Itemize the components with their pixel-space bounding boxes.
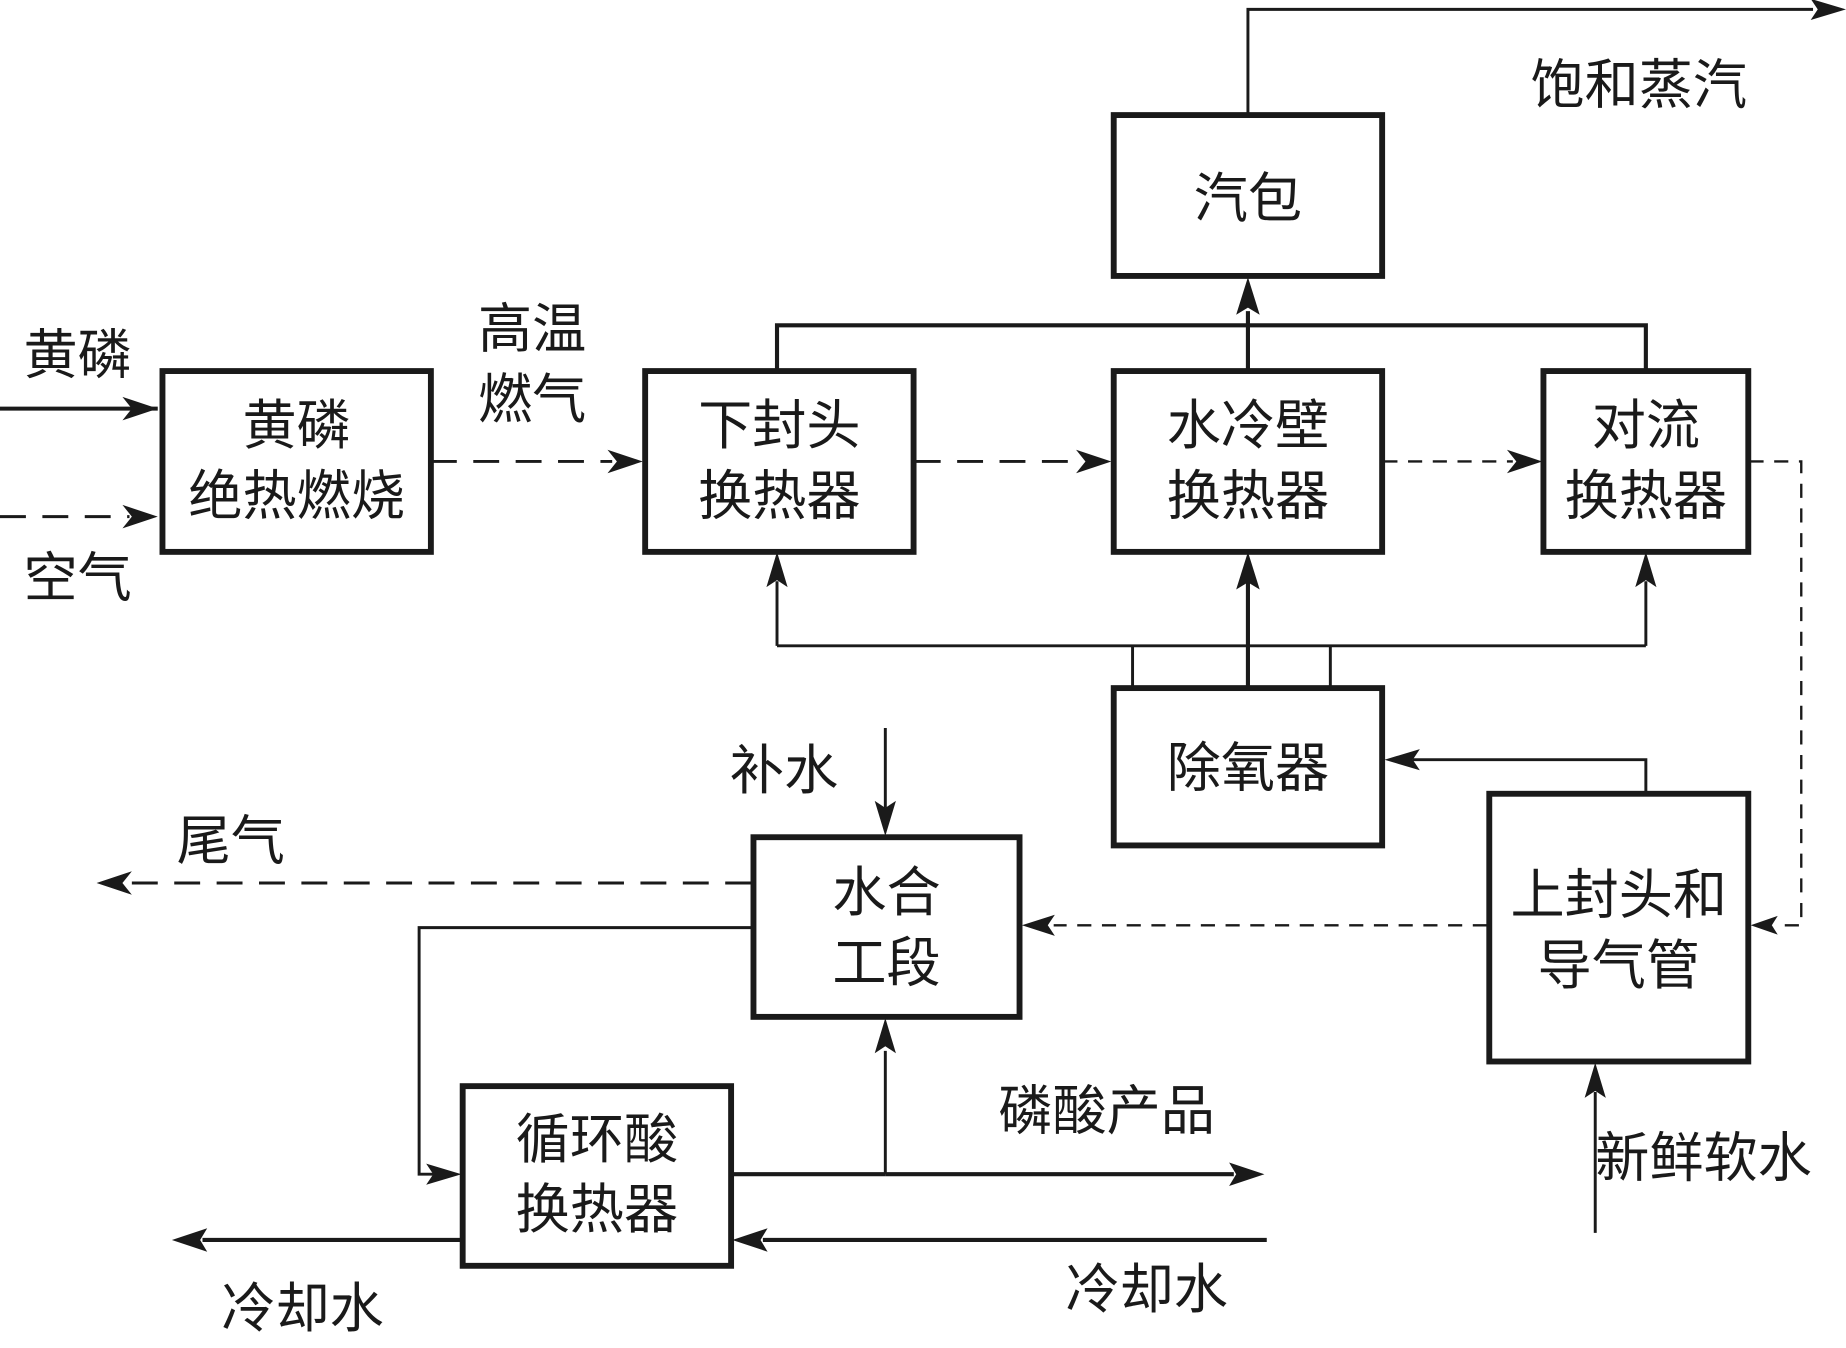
- node-lower-head-line2: 换热器: [698, 464, 860, 527]
- arrowhead-icon: [171, 1228, 208, 1252]
- arrowhead-icon: [1635, 551, 1657, 588]
- node-steam-drum-label: 汽包: [1194, 167, 1302, 230]
- arrowhead-icon: [426, 1163, 462, 1185]
- node-hydration-section: 水合 工段: [750, 834, 1023, 1020]
- node-lower-head-line1: 下封头: [698, 394, 860, 457]
- node-hydration-line1: 水合: [832, 861, 940, 924]
- arrowhead-icon: [1076, 449, 1112, 474]
- arrowhead-icon: [1810, 0, 1846, 20]
- flow-gas-conv-to-upper: [1749, 460, 1803, 927]
- label-yellow-phosphorus: 黄磷: [24, 323, 132, 386]
- label-cooling-water-out: 冷却水: [221, 1277, 383, 1340]
- label-makeup-water: 补水: [730, 739, 838, 802]
- arrowhead-icon: [1236, 277, 1260, 315]
- arrowhead-icon: [1229, 1162, 1265, 1186]
- node-deaerator-label: 除氧器: [1167, 737, 1329, 800]
- steam-header: [774, 323, 1648, 372]
- arrowhead-icon: [1506, 449, 1543, 474]
- label-air: 空气: [24, 547, 132, 610]
- node-acid-exchanger-line1: 循环酸: [516, 1108, 678, 1171]
- flow-upper-to-deaerator: [1412, 758, 1648, 793]
- node-water-wall-line1: 水冷壁: [1167, 394, 1329, 457]
- label-phosphoric-acid-product: 磷酸产品: [998, 1080, 1215, 1143]
- arrowhead-icon: [122, 504, 158, 529]
- node-convection-line2: 换热器: [1565, 464, 1727, 527]
- node-water-wall-exchanger: 水冷壁 换热器: [1110, 368, 1386, 555]
- node-convection-exchanger: 对流 换热器: [1540, 368, 1752, 555]
- connectors: [0, 0, 1846, 1252]
- node-upper-head-line2: 导气管: [1538, 934, 1700, 997]
- node-combustion-line1: 黄磷: [243, 394, 351, 457]
- arrowhead-icon: [874, 800, 896, 837]
- node-acid-exchanger: 循环酸 换热器: [459, 1083, 735, 1269]
- node-deaerator: 除氧器: [1110, 685, 1386, 849]
- node-water-wall-line2: 换热器: [1167, 464, 1329, 527]
- arrowhead-icon: [766, 551, 788, 588]
- node-acid-exchanger-line2: 换热器: [516, 1178, 678, 1241]
- node-upper-head-line1: 上封头和: [1510, 864, 1727, 927]
- arrowhead-icon: [1384, 749, 1420, 771]
- arrowhead-icon: [874, 1018, 896, 1054]
- flow-labels: 黄磷 空气 高温 燃气 饱和蒸汽 补水 尾气 磷酸产品 新鲜软水 冷却水 冷却水: [24, 53, 1812, 1339]
- arrowhead-icon: [1236, 551, 1260, 590]
- label-hot-gas-2: 燃气: [478, 368, 586, 431]
- arrowhead-icon: [122, 396, 158, 421]
- label-saturated-steam: 饱和蒸汽: [1530, 53, 1747, 116]
- node-hydration-line2: 工段: [832, 932, 940, 995]
- flow-hydration-to-acid-exchanger: [417, 926, 752, 1176]
- node-convection-line1: 对流: [1592, 394, 1700, 457]
- node-upper-head-gas-pipe: 上封头和 导气管: [1486, 790, 1752, 1065]
- node-combustion-line2: 绝热燃烧: [188, 464, 405, 527]
- arrowhead-icon: [96, 871, 132, 895]
- label-cooling-water-in: 冷却水: [1065, 1258, 1227, 1321]
- arrowhead-icon: [732, 1228, 768, 1252]
- flow-saturated-steam: [1246, 7, 1814, 116]
- arrowhead-icon: [1021, 914, 1055, 936]
- label-hot-gas-1: 高温: [478, 298, 586, 361]
- arrowhead-icon: [1584, 1062, 1606, 1098]
- node-steam-drum: 汽包: [1110, 112, 1386, 279]
- label-tail-gas: 尾气: [177, 810, 285, 873]
- arrowhead-icon: [607, 449, 643, 474]
- label-fresh-soft-water: 新鲜软水: [1595, 1127, 1812, 1190]
- node-combustion: 黄磷 绝热燃烧: [159, 368, 434, 555]
- arrowhead-icon: [1750, 915, 1778, 935]
- node-lower-head-exchanger: 下封头 换热器: [642, 368, 917, 555]
